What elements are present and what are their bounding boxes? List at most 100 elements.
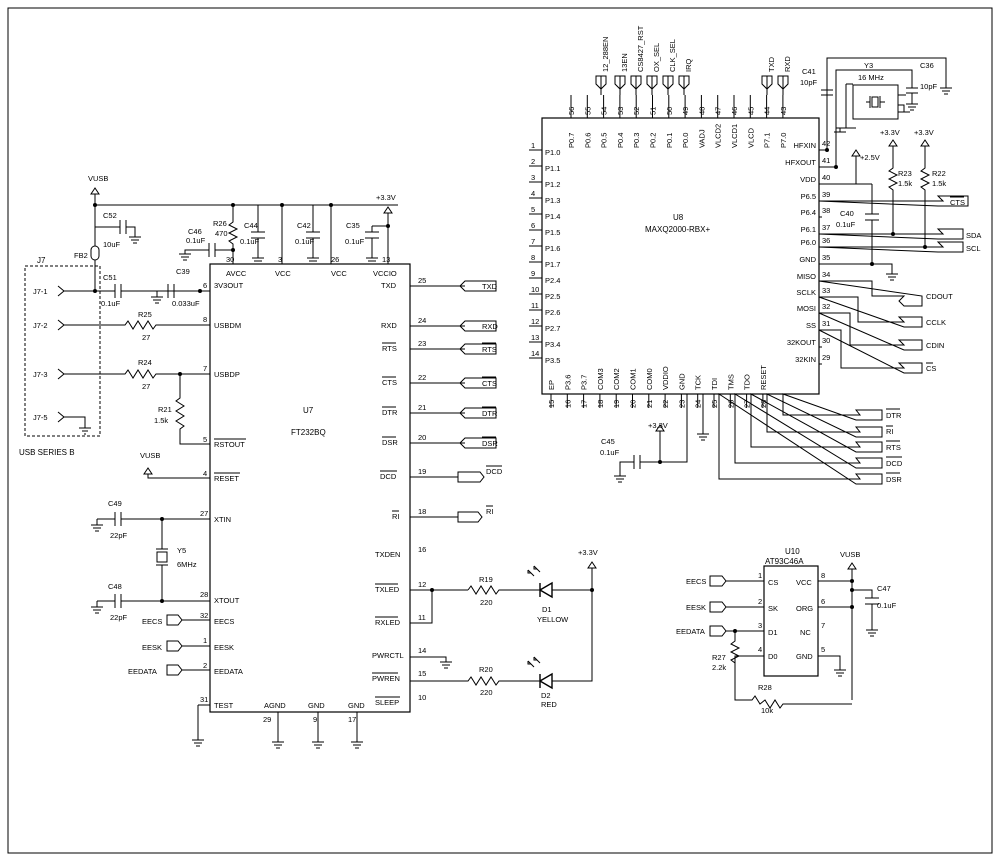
u10-pin6-name: ORG [796, 604, 813, 613]
u10-pin6-num: 6 [821, 597, 825, 606]
c39-ref: C39 [176, 267, 190, 276]
u8-left-pin-num: 14 [531, 349, 539, 358]
u8-top-pin-num: 48 [697, 107, 706, 115]
c46-val: 0.1uF [186, 236, 206, 245]
d2-val: RED [541, 700, 557, 709]
c42-val: 0.1uF [295, 237, 315, 246]
u10-net-eesk: EESK [686, 603, 706, 612]
u7-pin7-num: 7 [203, 364, 207, 373]
c52-val: 10uF [103, 240, 121, 249]
c41-val: 10pF [800, 78, 818, 87]
chip-u10: U10 AT93C46A 1 CS 2 SK 3 D1 4 D0 8 VCC 6… [676, 547, 897, 715]
u7-decoupling: R26 470 C46 0.1uF C44 0.1uF C42 0.1uF C3… [179, 193, 396, 265]
u8-left-pin-num: 7 [531, 237, 535, 246]
u8-right-pin-name: HFXIN [794, 141, 817, 150]
u8-top-pin-name: P0.5 [600, 133, 609, 148]
u8-right-pin-num: 42 [822, 139, 830, 148]
u8-net-rts: RTS [886, 443, 901, 452]
u8-bottom-pin-num: 19 [612, 400, 621, 408]
u8-net-sda: SDA [966, 231, 981, 240]
u8-net-cdin: CDIN [926, 341, 944, 350]
u7-pin2-num: 2 [203, 661, 207, 670]
u8-bottom-pin-num: 21 [645, 400, 654, 408]
u7-pin25-name: TXD [381, 281, 397, 290]
u8-bottom-pin-num: 16 [563, 400, 572, 408]
connector-pin-1: J7-1 [33, 287, 48, 296]
u7-eesk-net: EESK [142, 643, 162, 652]
u7-net-dsr: DSR [482, 439, 498, 448]
u10-pin7-num: 7 [821, 621, 825, 630]
d2-ref: D2 [541, 691, 551, 700]
u7-pin3-num: 3 [278, 255, 282, 264]
u8-bottom-pin-name: TMS [726, 374, 735, 390]
u8-top-pin-num: 54 [600, 107, 609, 115]
connector-pin-5: J7-5 [33, 413, 48, 422]
u8-left-pin-num: 8 [531, 253, 535, 262]
net-top-rxd: RXD [783, 56, 792, 72]
u8-bottom-pin-name: P3.6 [563, 375, 572, 390]
u7-pin8-name: USBDM [214, 321, 241, 330]
u7-pin28-num: 28 [200, 590, 208, 599]
r22-supply: +3.3V [914, 128, 934, 137]
u8-net-cdout: CDOUT [926, 292, 953, 301]
u8-top-nets: 12_288EN 13EN CS8427_RST OX_SEL CLK_SEL … [595, 25, 792, 95]
u7-pin32-name: EECS [214, 617, 234, 626]
u7-pin31-num: 31 [200, 695, 208, 704]
u8-right-pin-num: 30 [822, 336, 830, 345]
u10-pin1-num: 1 [758, 571, 762, 580]
net-cs8427-rst: CS8427_RST [636, 25, 645, 72]
u8-clock-and-pullups: C41 10pF C36 10pF Y3 16 MHz +2.5V C40 0.… [800, 57, 981, 374]
r20-val: 220 [480, 688, 493, 697]
u8-top-pin-num: 45 [746, 107, 755, 115]
r23-val: 1.5k [898, 179, 912, 188]
u7-pin6-num: 6 [203, 281, 207, 290]
u7-eeprom-nets: EECS EESK EEDATA [128, 614, 210, 747]
connector-ref: J7 [37, 256, 46, 265]
u8-bottom-pin-name: GND [677, 373, 686, 390]
u10-pin8-num: 8 [821, 571, 825, 580]
u8-right-pin-num: 35 [822, 253, 830, 262]
chip-u8: U8 MAXQ2000-RBX+ 1P1.02P1.13P1.24P1.35P1… [529, 95, 830, 408]
u7-net-rxd: RXD [482, 322, 498, 331]
u10-pin8-name: VCC [796, 578, 812, 587]
net-top-txd: TXD [767, 56, 776, 72]
u7-pin25-num: 25 [418, 276, 426, 285]
c36-val: 10pF [920, 82, 938, 91]
u7-pin23-num: 23 [418, 339, 426, 348]
sheet-border [7, 7, 993, 854]
u8-right-pin-num: 37 [822, 223, 830, 232]
c48-ref: C48 [108, 582, 122, 591]
u8-bottom-pin-num: 15 [547, 400, 556, 408]
c49-val: 22pF [110, 531, 128, 540]
u7-pin16-num: 16 [418, 545, 426, 554]
u7-net-rts: RTS [482, 345, 497, 354]
c45-val: 0.1uF [600, 448, 620, 457]
u8-right-pin-name: HFXOUT [785, 158, 816, 167]
u8-left-pin-name: P1.7 [545, 260, 560, 269]
u7-body [209, 263, 411, 713]
u7-pin20-name: DSR [382, 438, 398, 447]
c49-ref: C49 [108, 499, 122, 508]
y3-ref: Y3 [864, 61, 873, 70]
u7-pin26-num: 26 [331, 255, 339, 264]
u7-pin8-num: 8 [203, 315, 207, 324]
u8-left-pin-num: 2 [531, 157, 535, 166]
u7-pin18-name: RI [392, 512, 400, 521]
u8-left-pin-name: P2.6 [545, 308, 560, 317]
net-12-288en: 12_288EN [601, 37, 610, 72]
u7-pin31-name: TEST [214, 701, 234, 710]
u7-pin27-name: XTIN [214, 515, 231, 524]
u8-right-pin-num: 41 [822, 156, 830, 165]
usb-connector-j7: J7 USB SERIES B J7-1 J7-2 J7-3 J7-5 [19, 256, 110, 457]
c45-ref: C45 [601, 437, 615, 446]
u8-bottom-pin-num: 23 [677, 400, 686, 408]
u7-part: FT232BQ [291, 428, 326, 437]
c51-val: 0.1uF [101, 299, 121, 308]
u10-pin4-name: D0 [768, 652, 778, 661]
u8-top-pin-num: 49 [681, 107, 690, 115]
c42-ref: C42 [297, 221, 311, 230]
usb-line-resistors: R25 27 R24 27 R21 1.5k VUSB [110, 310, 210, 479]
u10-pin5-name: GND [796, 652, 813, 661]
u8-left-pin-name: P1.1 [545, 164, 560, 173]
u8-net-cs: CS [926, 364, 936, 373]
